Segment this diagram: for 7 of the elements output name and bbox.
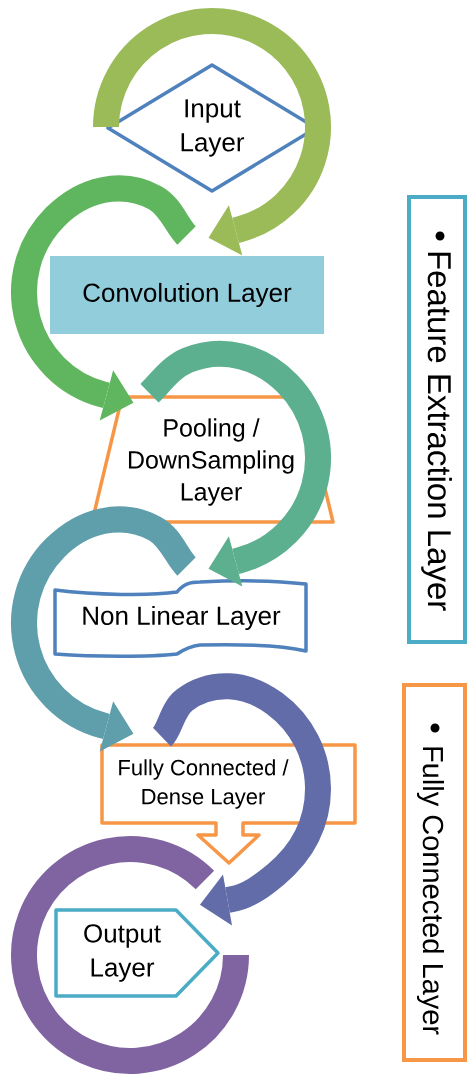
diamond-node: Input Layer (106, 63, 318, 193)
side-panel: Fully Connected Layer (402, 683, 467, 1062)
callout-box: Fully Connected / Dense Layer (100, 743, 357, 865)
process-box: Convolution Layer (50, 256, 324, 334)
pentagon-tag: Output Layer (54, 908, 220, 998)
side-panel: Feature Extraction Layer (407, 195, 467, 644)
wave-banner: Non Linear Layer (53, 579, 308, 658)
